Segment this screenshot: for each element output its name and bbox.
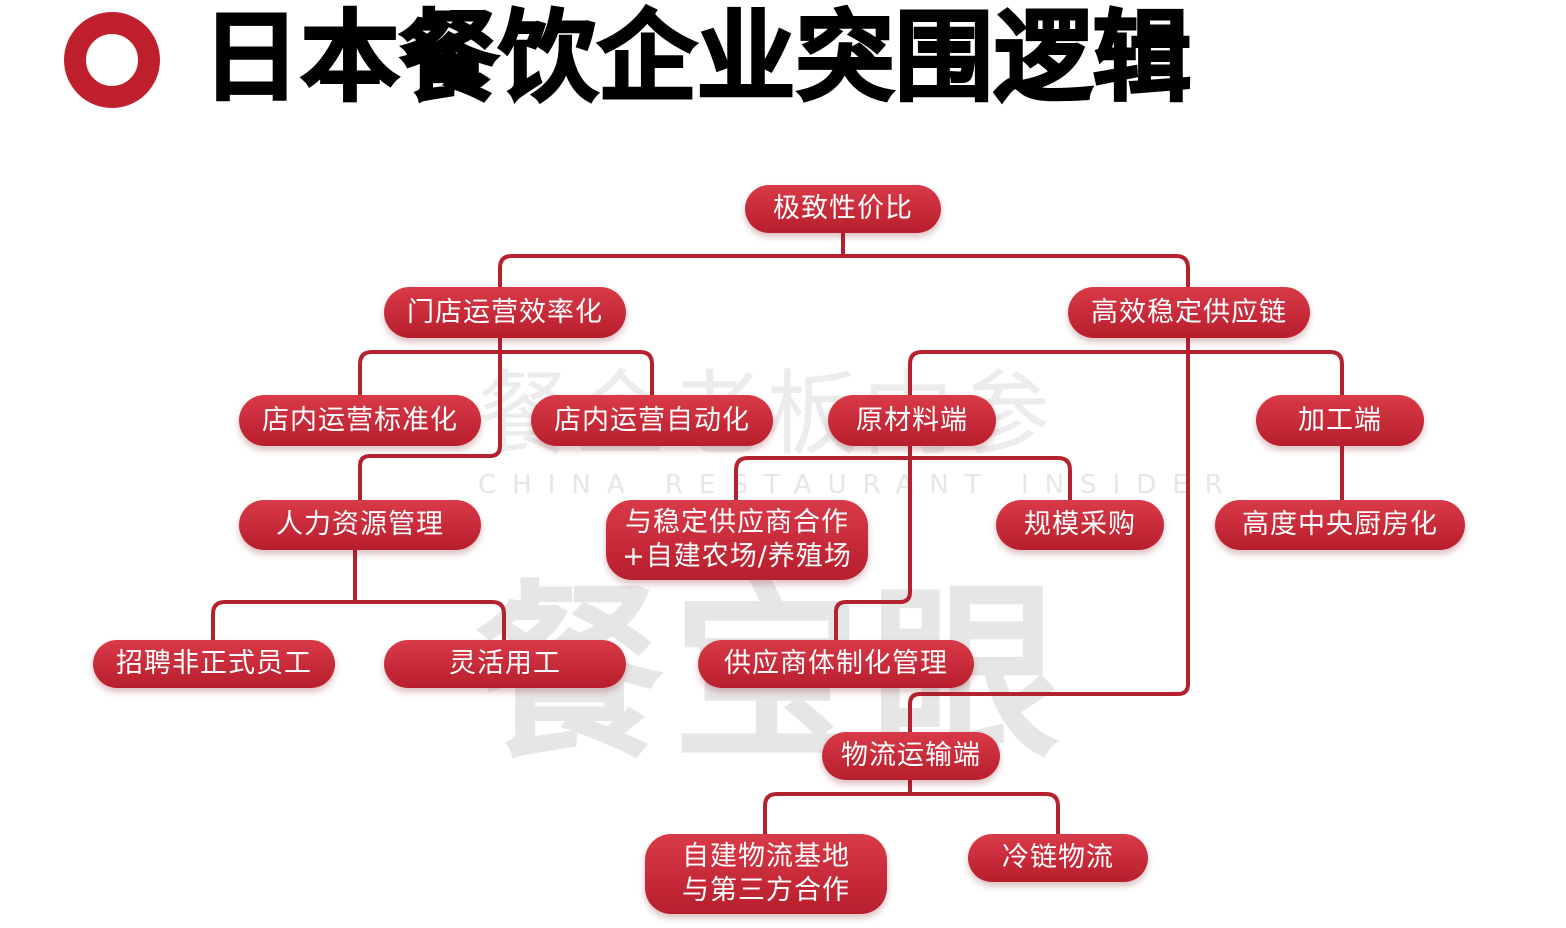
connector-supply-chain — [908, 336, 1344, 734]
node-standardize: 店内运营标准化 — [239, 395, 481, 446]
connector-store-ops — [358, 336, 654, 502]
node-bulk-purchase: 规模采购 — [996, 500, 1164, 550]
node-store-ops: 门店运营效率化 — [384, 287, 626, 338]
node-automate: 店内运营自动化 — [531, 395, 773, 446]
page-title: 日本餐饮企业突围逻辑 — [200, 1, 1193, 115]
node-raw-material: 原材料端 — [828, 395, 996, 446]
node-supply-chain: 高效稳定供应链 — [1068, 287, 1310, 338]
connector-logistics — [763, 778, 1060, 836]
connector-root — [498, 231, 1190, 289]
node-own-logistics: 自建物流基地 与第三方合作 — [645, 834, 887, 914]
node-logistics: 物流运输端 — [822, 732, 1000, 780]
watermark-subtext: CHINA RESTAURANT INSIDER — [478, 470, 1239, 500]
connector-raw-material — [734, 444, 1072, 642]
node-processing: 加工端 — [1256, 395, 1424, 446]
node-flex-work: 灵活用工 — [384, 640, 626, 688]
node-informal-hire: 招聘非正式员工 — [93, 640, 335, 688]
node-supplier-system: 供应商体制化管理 — [698, 640, 974, 688]
node-central-kitchen: 高度中央厨房化 — [1215, 500, 1465, 550]
connector-hr — [211, 548, 506, 642]
node-root: 极致性价比 — [745, 185, 941, 233]
node-hr: 人力资源管理 — [239, 500, 481, 550]
node-cold-chain: 冷链物流 — [968, 834, 1148, 882]
node-stable-supplier: 与稳定供应商合作 +自建农场/养殖场 — [606, 500, 868, 580]
